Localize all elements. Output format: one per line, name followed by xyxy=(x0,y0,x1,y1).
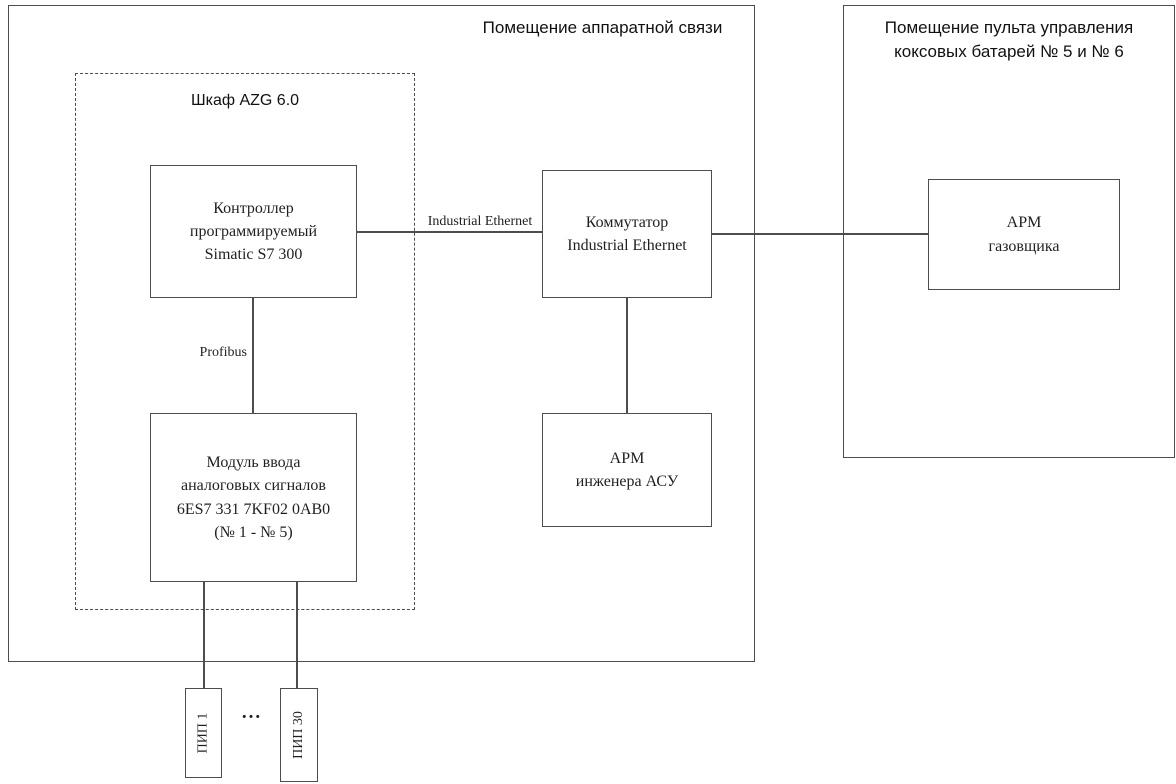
node-ethernet-switch: Коммутатор Industrial Ethernet xyxy=(542,170,712,298)
node-arm-gas-worker: АРМ газовщика xyxy=(928,179,1120,290)
node-analog-module: Модуль ввода аналоговых сигналов 6ES7 33… xyxy=(150,413,357,582)
node-pip-30: ПИП 30 xyxy=(280,688,318,782)
node-arm-engineer: АРМ инженера АСУ xyxy=(542,413,712,527)
pip-ellipsis: ... xyxy=(241,702,263,723)
link-switch-arm-gas xyxy=(712,233,928,235)
link-module-pip30 xyxy=(296,581,298,688)
link-switch-arm-engineer xyxy=(626,297,628,413)
link-label-profibus: Profibus xyxy=(199,345,247,360)
node-pip-1: ПИП 1 xyxy=(185,688,222,778)
link-controller-switch xyxy=(356,231,542,233)
node-controller: Контроллер программируемый Simatic S7 30… xyxy=(150,165,357,298)
link-module-pip1 xyxy=(203,581,205,688)
link-label-industrial-ethernet: Industrial Ethernet xyxy=(427,214,533,229)
cabinet-title: Шкаф AZG 6.0 xyxy=(190,92,300,109)
pip-1-label: ПИП 1 xyxy=(195,712,211,754)
cabinet-box xyxy=(75,73,415,610)
control-room-title: Помещение пульта управления коксовых бат… xyxy=(884,18,1134,61)
link-controller-module xyxy=(252,297,254,413)
hardware-room-title: Помещение аппаратной связи xyxy=(482,18,723,37)
pip-30-label: ПИП 30 xyxy=(291,711,306,759)
